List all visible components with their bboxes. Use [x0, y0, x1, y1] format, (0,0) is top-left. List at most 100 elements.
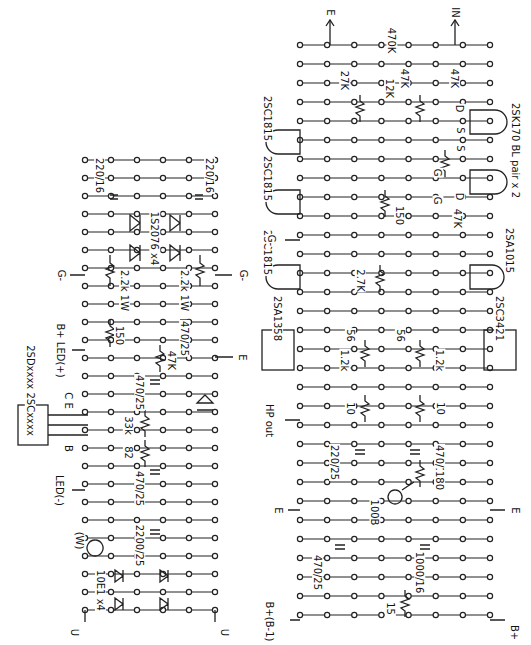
- solder-pad: [406, 194, 411, 199]
- solder-pad: [352, 422, 357, 427]
- solder-pad: [134, 265, 139, 270]
- solder-pad: [108, 499, 113, 504]
- solder-pad: [325, 327, 330, 332]
- solder-pad: [108, 211, 113, 216]
- solder-pad: [352, 80, 357, 85]
- part-label: G-: [238, 268, 249, 281]
- solder-pad: [82, 589, 87, 594]
- solder-pad: [160, 427, 165, 432]
- solder-pad: [325, 194, 330, 199]
- solder-pad: [379, 327, 384, 332]
- part-label: IN: [450, 6, 461, 18]
- copper-strip: [85, 537, 215, 538]
- solder-pad: [325, 289, 330, 294]
- solder-pad: [352, 118, 357, 123]
- solder-pad: [379, 365, 384, 370]
- solder-pad: [297, 460, 302, 465]
- solder-pad: [108, 589, 113, 594]
- solder-pad: [186, 517, 191, 522]
- solder-pad: [352, 137, 357, 142]
- solder-pad: [406, 61, 411, 66]
- part-label: 2SC1815: [263, 94, 274, 141]
- solder-pad: [212, 337, 217, 342]
- solder-pad: [352, 61, 357, 66]
- part-label: 2SK170 BL pair x 2: [511, 101, 522, 198]
- part-label: 2.2k 1W: [180, 268, 191, 311]
- solder-pad: [433, 574, 438, 579]
- solder-pad: [460, 460, 465, 465]
- solder-pad: [433, 384, 438, 389]
- part-label: 15: [384, 601, 395, 616]
- solder-pad: [406, 137, 411, 142]
- solder-pad: [134, 229, 139, 234]
- solder-pad: [212, 355, 217, 360]
- solder-pad: [487, 517, 492, 522]
- solder-pad: [108, 175, 113, 180]
- solder-pad: [487, 555, 492, 560]
- solder-pad: [212, 481, 217, 486]
- solder-pad: [297, 536, 302, 541]
- solder-pad: [352, 251, 357, 256]
- solder-pad: [108, 463, 113, 468]
- solder-pad: [186, 157, 191, 162]
- solder-pad: [325, 99, 330, 104]
- solder-pad: [487, 194, 492, 199]
- part-label: 220/16: [95, 156, 106, 193]
- solder-pad: [379, 232, 384, 237]
- solder-pad: [433, 80, 438, 85]
- solder-pad: [212, 247, 217, 252]
- solder-pad: [108, 247, 113, 252]
- solder-pad: [325, 517, 330, 522]
- solder-pad: [352, 460, 357, 465]
- solder-pad: [433, 42, 438, 47]
- solder-pad: [460, 441, 465, 446]
- solder-pad: [82, 373, 87, 378]
- solder-pad: [108, 409, 113, 414]
- copper-strip: [85, 465, 215, 466]
- solder-pad: [82, 247, 87, 252]
- solder-pad: [325, 213, 330, 218]
- solder-pad: [325, 270, 330, 275]
- solder-pad: [134, 571, 139, 576]
- solder-pad: [297, 232, 302, 237]
- solder-pad: [325, 118, 330, 123]
- part-label: U: [69, 627, 80, 636]
- solder-pad: [186, 247, 191, 252]
- solder-pad: [379, 403, 384, 408]
- solder-pad: [487, 460, 492, 465]
- copper-strip: [85, 501, 215, 502]
- solder-pad: [433, 555, 438, 560]
- solder-pad: [487, 574, 492, 579]
- solder-pad: [212, 409, 217, 414]
- solder-pad: [325, 346, 330, 351]
- solder-pad: [186, 499, 191, 504]
- solder-pad: [406, 460, 411, 465]
- solder-pad: [487, 384, 492, 389]
- solder-pad: [433, 251, 438, 256]
- solder-pad: [297, 441, 302, 446]
- solder-pad: [325, 612, 330, 617]
- solder-pad: [186, 463, 191, 468]
- solder-pad: [297, 99, 302, 104]
- part-label: 1S2076 x4: [150, 210, 161, 266]
- solder-pad: [82, 283, 87, 288]
- solder-pad: [212, 265, 217, 270]
- solder-pad: [379, 441, 384, 446]
- solder-pad: [406, 384, 411, 389]
- solder-pad: [379, 593, 384, 598]
- solder-pad: [297, 403, 302, 408]
- solder-pad: [406, 213, 411, 218]
- solder-pad: [379, 460, 384, 465]
- solder-pad: [160, 463, 165, 468]
- solder-pad: [108, 571, 113, 576]
- solder-pad: [460, 593, 465, 598]
- solder-pad: [134, 211, 139, 216]
- solder-pad: [487, 536, 492, 541]
- solder-pad: [406, 99, 411, 104]
- solder-pad: [325, 232, 330, 237]
- part-label: 47K: [166, 349, 177, 370]
- solder-pad: [297, 327, 302, 332]
- solder-pad: [325, 365, 330, 370]
- solder-pad: [297, 346, 302, 351]
- solder-pad: [325, 593, 330, 598]
